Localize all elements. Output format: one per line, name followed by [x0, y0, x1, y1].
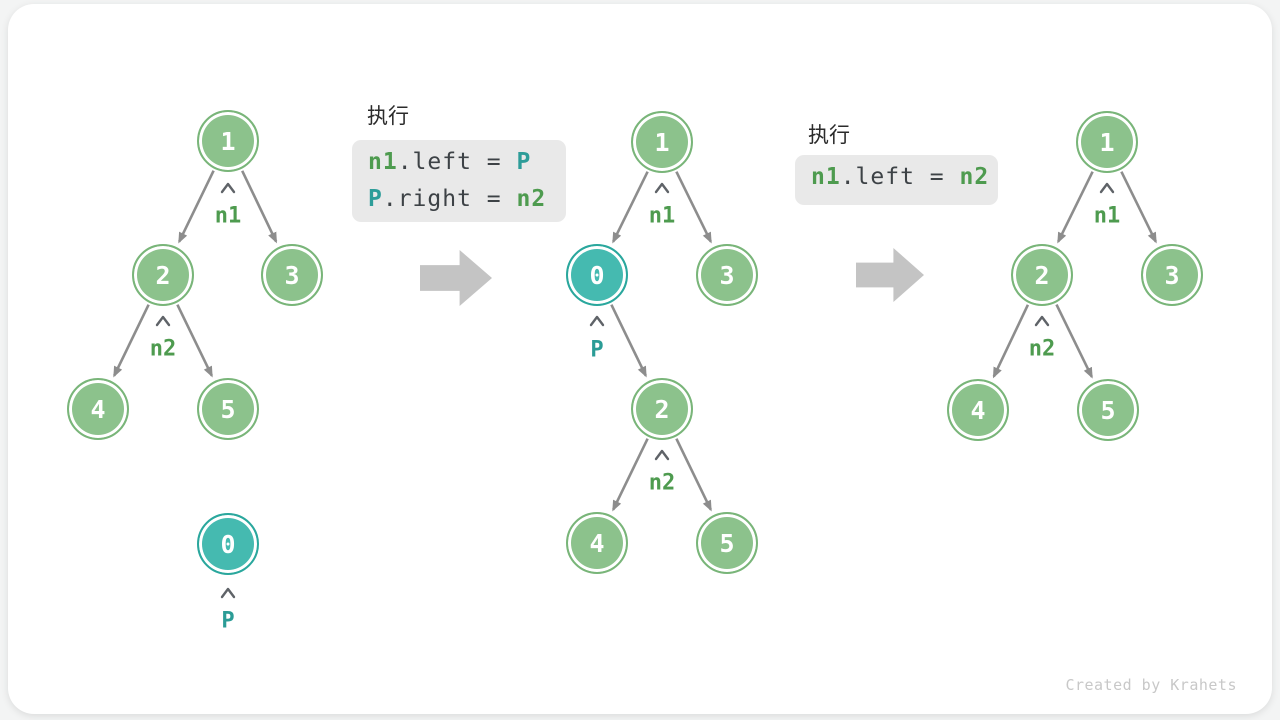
step-arrow-icon [856, 248, 924, 302]
tree3-node-4: 4 [947, 379, 1009, 441]
edge-t2-1-0 [612, 171, 649, 244]
node-value: 4 [589, 528, 605, 558]
tree2-node-2: 2 [631, 378, 693, 440]
edge-t3-1-3 [1120, 171, 1157, 244]
edge-t1-1-2 [178, 170, 215, 244]
tree2-pointer-n1: n1 [648, 203, 676, 229]
node-value: 0 [589, 260, 605, 290]
step2-exec-title: 执行 [808, 124, 850, 147]
node-value: 2 [654, 394, 670, 424]
edge-t1-1-3 [241, 170, 278, 244]
code-token-p: P [516, 149, 532, 175]
code-line: n1.left = P [368, 144, 550, 181]
code-token-n1: n1 [811, 164, 841, 190]
pointer-caret-icon [155, 315, 171, 327]
tree1-node-1: 1 [197, 110, 259, 172]
tree1-node-4: 4 [67, 378, 129, 440]
edge-t3-1-2 [1057, 171, 1094, 244]
tree3-node-3: 3 [1141, 244, 1203, 306]
pointer-caret-icon [1099, 182, 1115, 194]
step-arrow-icon [420, 250, 492, 306]
code-token-n1: n1 [368, 149, 398, 175]
pointer-caret-icon [220, 587, 236, 599]
tree2-pointer-n2: n2 [648, 470, 676, 496]
node-value: 4 [90, 394, 106, 424]
tree3-pointer-n1: n1 [1093, 203, 1121, 229]
tree3-node-1: 1 [1076, 111, 1138, 173]
tree2-node-1: 1 [631, 111, 693, 173]
step2-code-box: n1.left = n2 [795, 155, 998, 205]
code-token: .left = [840, 164, 960, 190]
tree1-pointer-n2: n2 [149, 336, 177, 362]
edge-t2-2-5 [675, 438, 712, 512]
tree2-node-3: 3 [696, 244, 758, 306]
pointer-caret-icon [589, 315, 605, 327]
tree2-pointer-p: P [590, 337, 604, 363]
tree2-node-5: 5 [696, 512, 758, 574]
node-value: 3 [719, 260, 735, 290]
pointer-caret-icon [220, 182, 236, 194]
tree1-node-5: 5 [197, 378, 259, 440]
pointer-caret-icon [654, 182, 670, 194]
tree1-node-3: 3 [261, 244, 323, 306]
edge-t2-1-3 [675, 171, 712, 244]
tree3-node-2: 2 [1011, 244, 1073, 306]
edge-t1-2-5 [176, 304, 213, 378]
tree3-node-5: 5 [1077, 379, 1139, 441]
edge-t3-2-4 [992, 304, 1030, 379]
code-token-p: P [368, 186, 383, 212]
tree1-pointer-p: P [221, 608, 235, 634]
pointer-caret-icon [654, 449, 670, 461]
code-token: .right = [382, 186, 517, 212]
node-value: 1 [1099, 127, 1115, 157]
node-value: 3 [1164, 260, 1180, 290]
node-value: 4 [970, 395, 986, 425]
tree2-node-4: 4 [566, 512, 628, 574]
code-token-n2: n2 [959, 164, 990, 190]
edge-t2-0-2 [610, 304, 647, 378]
tree3-pointer-n2: n2 [1028, 336, 1056, 362]
edge-t1-2-4 [113, 304, 150, 378]
pointer-caret-icon [1034, 315, 1050, 327]
node-value: 5 [719, 528, 735, 558]
credit-text: Created by Krahets [1065, 676, 1237, 694]
code-token: .left = [397, 149, 517, 175]
step1-exec-title: 执行 [367, 105, 409, 128]
step1-code-box: n1.left = P P.right = n2 [352, 140, 566, 222]
node-value: 5 [1100, 395, 1116, 425]
node-value: 0 [220, 529, 236, 559]
edge-t2-2-4 [612, 438, 649, 512]
node-value: 2 [1034, 260, 1050, 290]
tree2-node-0: 0 [566, 244, 628, 306]
node-value: 5 [220, 394, 236, 424]
edge-t3-2-5 [1055, 304, 1093, 379]
node-value: 2 [155, 260, 171, 290]
node-value: 1 [654, 127, 670, 157]
code-token-n2: n2 [516, 186, 547, 212]
tree1-node-0-detached: 0 [197, 513, 259, 575]
code-line: P.right = n2 [368, 181, 550, 218]
node-value: 1 [220, 126, 236, 156]
tree1-node-2: 2 [132, 244, 194, 306]
tree1-pointer-n1: n1 [214, 203, 242, 229]
node-value: 3 [284, 260, 300, 290]
code-line: n1.left = n2 [811, 159, 988, 196]
